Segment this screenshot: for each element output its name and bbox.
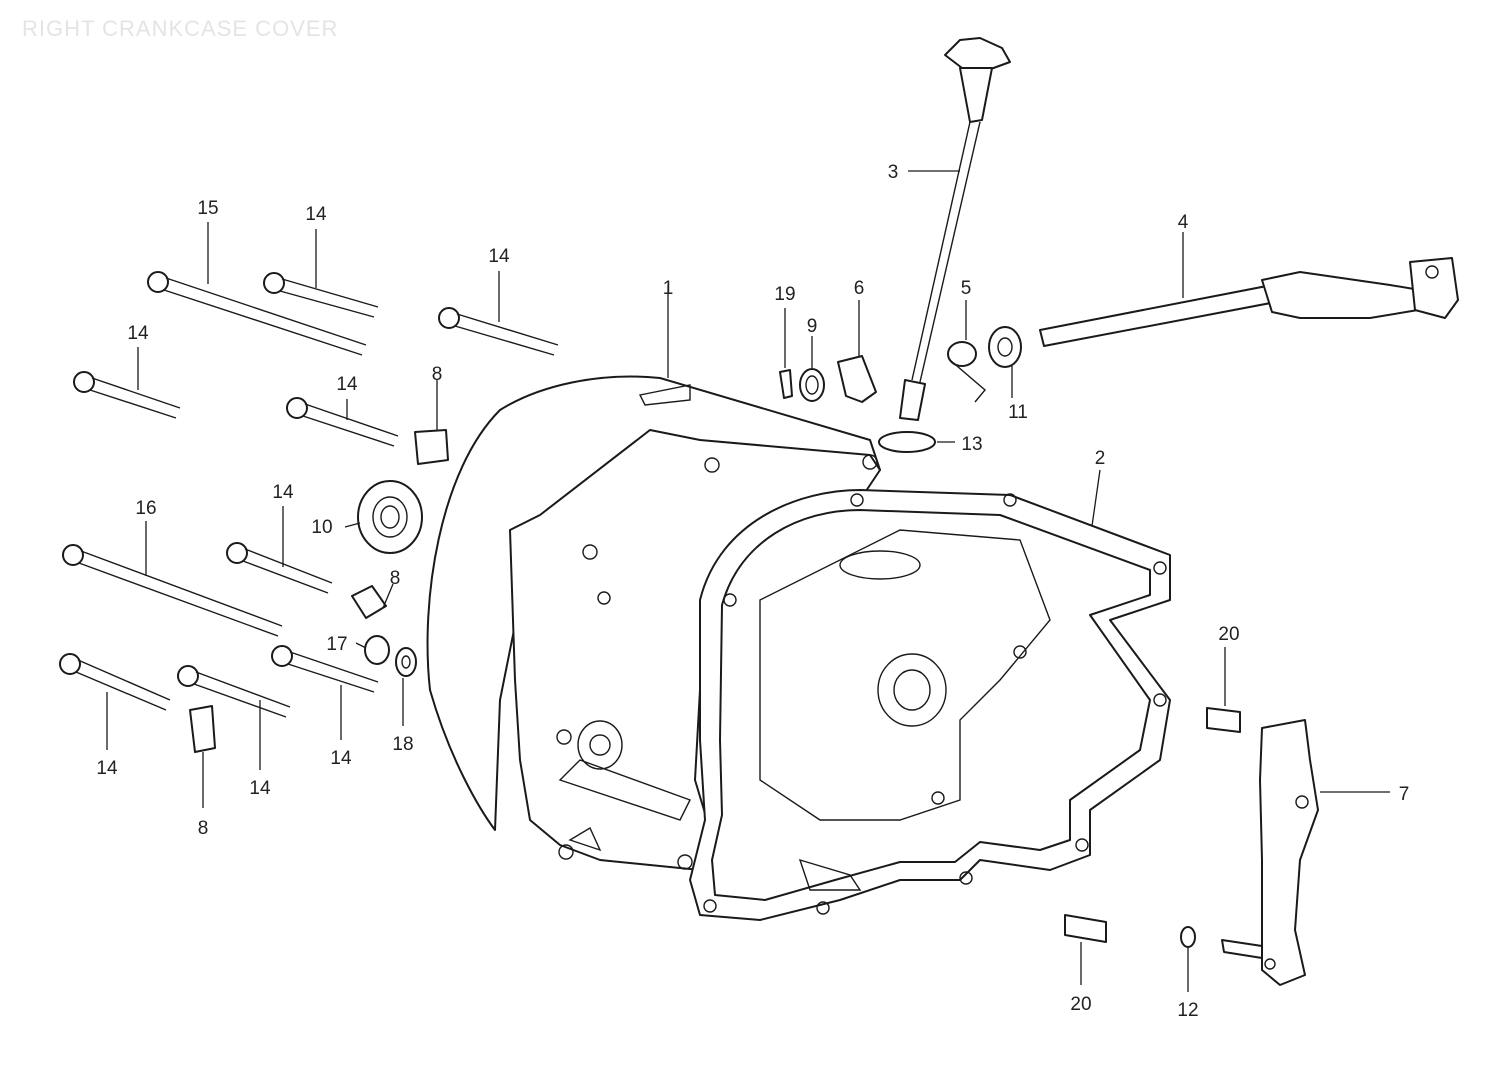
spring-part-5 — [947, 341, 977, 367]
cover-gasket-part-2 — [689, 489, 1171, 921]
callout-14-c: 14 — [127, 323, 149, 344]
callout-20-lower: 20 — [1070, 994, 1091, 1015]
clip-part-8-upper — [414, 429, 449, 465]
leader-lines — [106, 170, 1390, 992]
bolt-14c — [73, 371, 181, 419]
callout-5: 5 — [961, 278, 972, 299]
dowel-part-20-upper — [1206, 707, 1241, 733]
small-parts — [189, 326, 1241, 948]
callout-20-upper: 20 — [1218, 624, 1239, 645]
callout-14-a: 14 — [305, 204, 327, 225]
callout-8-middle: 8 — [390, 568, 401, 589]
bolt-14g — [177, 665, 291, 718]
callout-16: 16 — [135, 498, 156, 519]
bolt-part-15 — [147, 271, 367, 356]
callout-19: 19 — [774, 284, 795, 305]
clip-part-8-lower — [189, 705, 216, 753]
callout-18: 18 — [392, 734, 413, 755]
callout-14-f: 14 — [96, 758, 118, 779]
seal-part-11 — [988, 326, 1022, 368]
bearing-part-10 — [357, 480, 423, 554]
arm-part-7 — [1221, 719, 1319, 986]
clip-part-8-middle — [351, 585, 387, 619]
washer-part-12 — [1180, 926, 1196, 948]
bolt-14f — [59, 653, 171, 711]
bolt-14h — [271, 645, 379, 693]
callout-11: 11 — [1008, 402, 1028, 423]
callout-9: 9 — [807, 316, 818, 337]
washer-part-18 — [395, 647, 417, 677]
collar-part-17 — [364, 635, 390, 665]
callout-12: 12 — [1177, 1000, 1198, 1021]
bolt-14d — [286, 397, 399, 447]
bolt-part-16 — [62, 544, 283, 637]
callout-10: 10 — [311, 517, 332, 538]
bolts — [59, 271, 559, 718]
diagram-title: RIGHT CRANKCASE COVER — [22, 16, 339, 41]
bolt-14b — [438, 307, 559, 356]
callout-14-h: 14 — [330, 748, 352, 769]
callout-8-upper: 8 — [432, 364, 443, 385]
callout-14-e: 14 — [272, 482, 294, 503]
shaft-lever-part-4 — [1039, 257, 1459, 347]
callout-13: 13 — [961, 434, 982, 455]
callout-6: 6 — [854, 278, 865, 299]
bracket-part-6 — [837, 355, 877, 403]
callout-1: 1 — [663, 278, 674, 299]
o-ring-part-13 — [878, 431, 936, 453]
bolt-14a — [263, 272, 379, 318]
callout-labels: 1 2 3 4 5 6 7 8 8 8 9 10 11 12 13 14 14 … — [96, 162, 1409, 1021]
callout-7: 7 — [1399, 784, 1410, 805]
callout-8-lower: 8 — [198, 818, 209, 839]
callout-4: 4 — [1178, 212, 1189, 233]
callout-14-b: 14 — [488, 246, 510, 267]
callout-2: 2 — [1095, 448, 1106, 469]
pin-part-19 — [779, 369, 793, 399]
callout-14-d: 14 — [336, 374, 358, 395]
bolt-14e — [226, 542, 333, 594]
callout-14-g: 14 — [249, 778, 271, 799]
dowel-part-20-lower — [1064, 914, 1107, 943]
callout-15: 15 — [197, 198, 218, 219]
washer-part-9 — [799, 368, 825, 402]
dipstick-part-3 — [899, 37, 1011, 421]
callout-3: 3 — [888, 162, 899, 183]
callout-17: 17 — [326, 634, 347, 655]
